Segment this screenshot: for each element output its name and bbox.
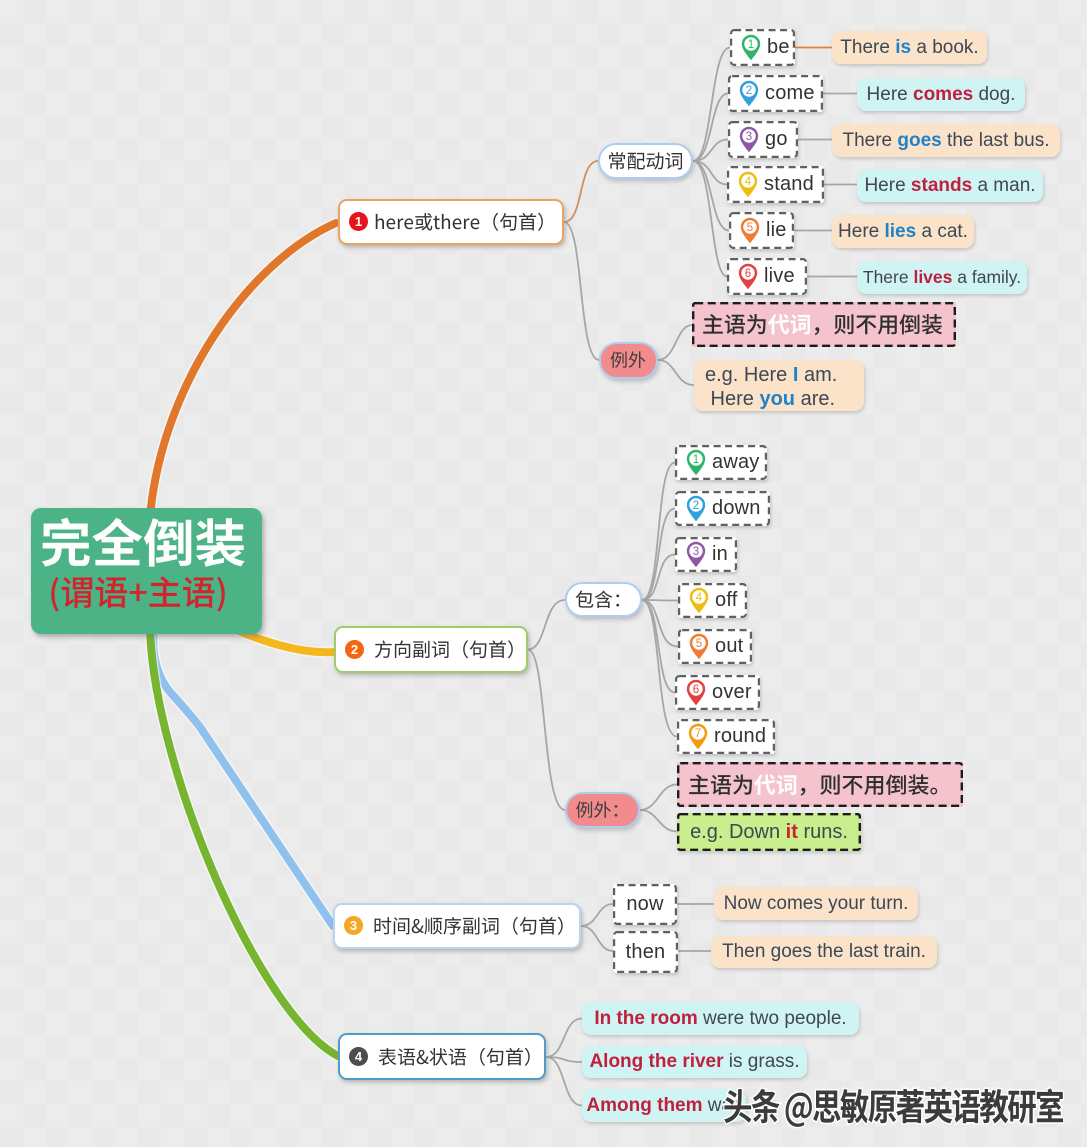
svg-text:4: 4 (745, 176, 752, 188)
svg-text:3: 3 (746, 131, 752, 143)
svg-text:2: 2 (746, 85, 752, 97)
svg-text:2: 2 (693, 500, 699, 512)
svg-text:1: 1 (748, 39, 754, 51)
svg-text:3: 3 (693, 546, 699, 558)
svg-text:6: 6 (693, 684, 699, 696)
svg-text:1: 1 (693, 454, 699, 466)
svg-text:5: 5 (747, 222, 753, 234)
svg-text:5: 5 (696, 638, 702, 650)
svg-text:6: 6 (745, 268, 751, 280)
svg-text:7: 7 (695, 728, 701, 740)
svg-text:4: 4 (696, 592, 703, 604)
